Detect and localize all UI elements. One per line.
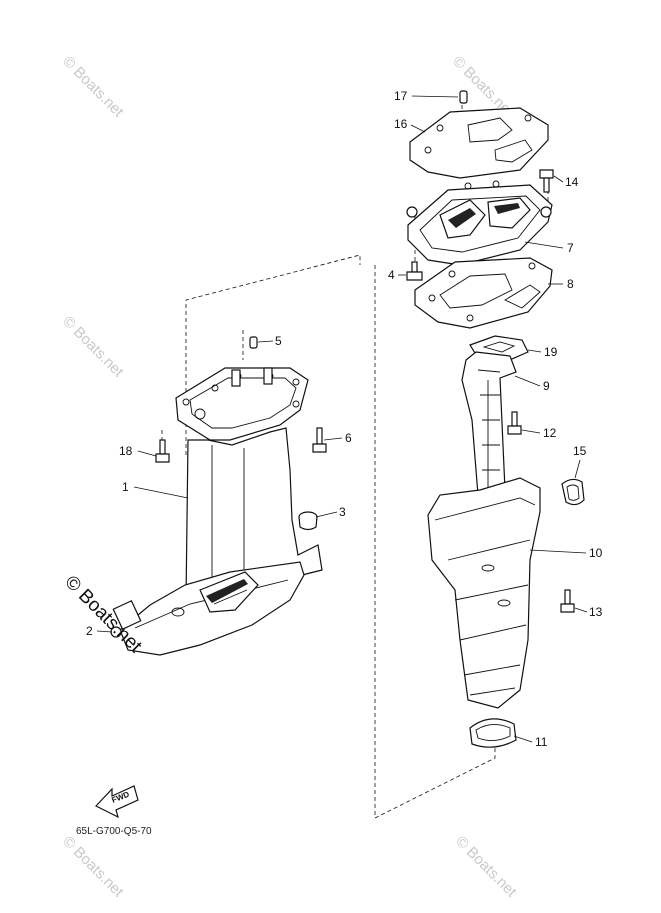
callout-1: 1 [122,480,129,494]
bolt-part-18 [155,439,170,463]
watermark: © Boats.net [59,313,127,381]
pin-part-17 [459,90,468,104]
callout-18: 18 [119,444,133,458]
gasket-part-8 [414,257,553,329]
callout-7: 7 [567,241,574,255]
bolt-part-4 [406,261,423,281]
callout-10: 10 [589,546,603,560]
seal-part-11 [469,718,517,748]
grommet-part-3 [298,511,318,531]
dowel-pin-part-5 [249,336,258,349]
callout-14: 14 [565,175,579,189]
callout-12: 12 [543,426,557,440]
muffler-part-10 [427,477,541,709]
callout-labels: 1 2 3 4 5 6 7 8 9 10 11 12 13 14 15 16 1… [86,89,603,749]
watermark: © Boats.net [452,833,520,901]
callout-11: 11 [535,735,548,749]
bolt-part-14 [539,169,554,193]
bolt-part-12 [507,411,522,435]
callout-2: 2 [86,624,93,638]
leader-lines [96,95,588,743]
diagram-code: 65L-G700-Q5-70 [76,826,152,837]
gasket-part-16 [409,107,549,179]
callout-9: 9 [543,379,550,393]
upper-casing [119,367,323,656]
callout-13: 13 [589,605,603,619]
callout-5: 5 [275,334,282,348]
callout-17: 17 [394,89,408,103]
seal-part-15 [561,478,585,506]
bolt-part-6 [312,427,327,453]
exhaust-guide-part-9 [461,351,517,496]
callout-3: 3 [339,505,346,519]
watermark: © Boats.net [59,833,127,901]
callout-15: 15 [573,444,587,458]
watermark: © Boats.net [59,53,127,121]
bolt-part-13 [560,589,575,613]
callout-8: 8 [567,277,574,291]
mount-housing-part-7 [406,180,553,266]
callout-4: 4 [388,268,395,282]
callout-16: 16 [394,117,408,131]
forward-direction-arrow: FWD [95,785,139,819]
callout-6: 6 [345,431,352,445]
callout-19: 19 [544,345,558,359]
